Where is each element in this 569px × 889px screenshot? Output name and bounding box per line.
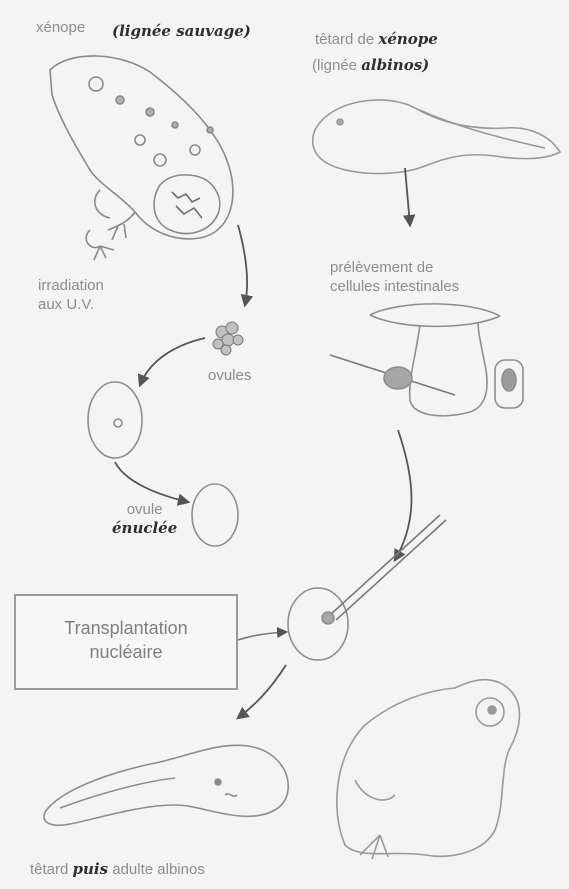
- label-lignee-sauvage: (lignée sauvage): [112, 22, 251, 41]
- arrow-enucleated-to-injection: [238, 632, 286, 640]
- label-lignee-albinos: (lignée albinos): [312, 56, 429, 75]
- arrow-injection-to-tadpole: [238, 665, 286, 718]
- transplantation-line-2: nucléaire: [16, 640, 236, 664]
- label-tetard-de-xenope: têtard de xénope: [315, 30, 438, 49]
- transplantation-line-1: Transplantation: [16, 616, 236, 640]
- albino-tadpole-illustration: [313, 100, 560, 174]
- transplantation-nucleaire-box: Transplantation nucléaire: [14, 594, 238, 690]
- label-irradiation: irradiation aux U.V.: [38, 276, 104, 314]
- arrow-ovules-to-egg: [140, 338, 205, 385]
- intestinal-cells-sampling-illustration: [330, 304, 523, 416]
- label-xenope: xénope: [36, 18, 85, 37]
- wild-xenopus-frog-illustration: [50, 56, 233, 260]
- ovules-cluster-illustration: [213, 322, 243, 355]
- enucleated-ovule-illustration: [192, 484, 238, 546]
- result-albino-tadpole-illustration: [44, 745, 288, 825]
- arrow-egg-to-enucleated: [115, 462, 188, 502]
- label-prelevement: prélèvement de cellules intestinales: [330, 258, 459, 296]
- result-albino-adult-frog-illustration: [337, 680, 520, 859]
- nuclear-injection-illustration: [288, 515, 446, 660]
- label-tetard-puis-adulte: têtard puis adulte albinos: [30, 860, 205, 879]
- label-ovules: ovules: [208, 366, 251, 385]
- label-ovule-enucleee: ovule énuclée: [112, 500, 177, 538]
- arrow-cells-to-injection: [395, 430, 412, 560]
- arrow-frog-to-ovules: [238, 225, 247, 305]
- arrow-tadpole-to-sample: [405, 168, 410, 225]
- irradiated-egg-illustration: [88, 382, 142, 458]
